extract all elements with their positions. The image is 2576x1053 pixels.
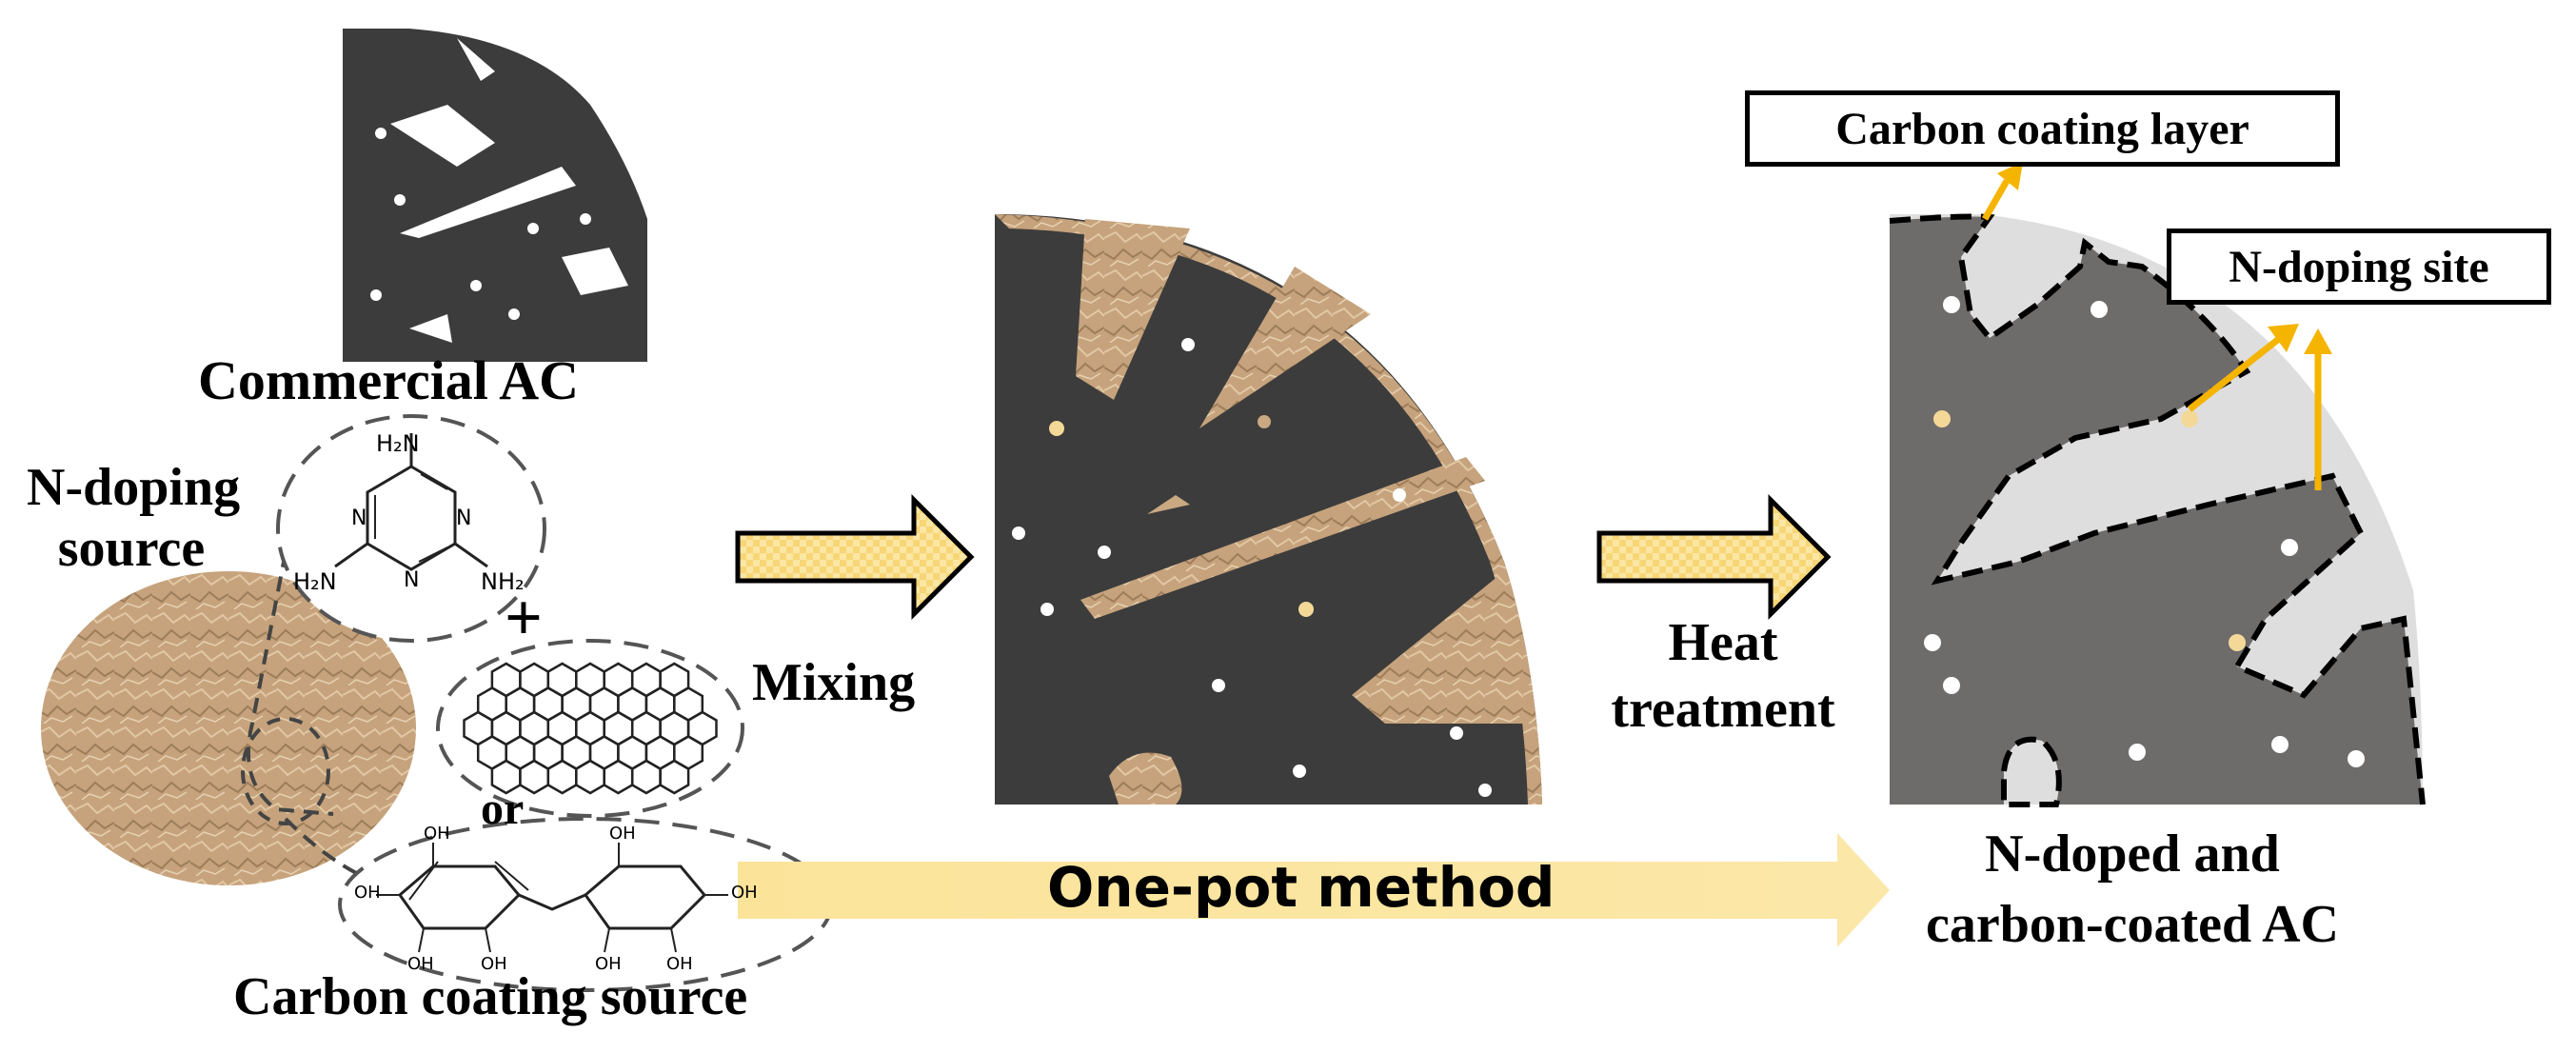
sugar-oh-3: OH (407, 954, 434, 974)
product-line2: carbon-coated AC (1926, 895, 2339, 954)
connector-line-sugar (284, 817, 383, 915)
product-label: N-doped and carbon-coated AC (1866, 819, 2399, 960)
sugar-oh-1: OH (354, 883, 381, 903)
disc-zoom-circle (241, 717, 330, 825)
melamine-nh2-right: NH₂ (481, 568, 525, 595)
n-doping-source-line1: N-doping (27, 458, 241, 517)
sugar-oh-4: OH (481, 954, 507, 974)
graphene-molecule (436, 639, 744, 818)
n-doping-source-label: N-doping source (27, 457, 241, 579)
heat-treatment-arrow (1596, 493, 1832, 621)
commercial-ac-image (343, 29, 647, 362)
melamine-ring-n-3: N (404, 568, 420, 592)
sugar-oh-2: OH (424, 824, 450, 844)
n-doping-source-line2: source (57, 519, 206, 578)
heat-treatment-line1: Heat (1668, 613, 1778, 672)
mixing-label: Mixing (752, 653, 916, 712)
sugar-oh-8: OH (731, 883, 758, 903)
one-pot-method-label: One-pot method (1047, 855, 1556, 920)
sugar-oh-7: OH (666, 954, 693, 974)
sugar-oh-6: OH (595, 954, 622, 974)
mixing-arrow (735, 493, 975, 621)
melamine-molecule (276, 414, 546, 643)
sugar-oh-5: OH (609, 824, 636, 844)
plus-sign: + (505, 582, 543, 655)
heat-treatment-label: Heat treatment (1609, 609, 1837, 743)
graphene-hexagon (659, 759, 690, 795)
n-doping-source-disc (41, 571, 416, 885)
melamine-ring-n-2: N (351, 507, 367, 530)
melamine-nh2-left: H₂N (293, 568, 337, 595)
connector-line-melamine (246, 551, 334, 816)
carbon-coating-layer-label: Carbon coating layer (1835, 103, 2249, 154)
commercial-ac-label: Commercial AC (198, 349, 579, 411)
carbon-coating-source-label: Carbon coating source (233, 967, 748, 1026)
melamine-nh2-top: H₂N (376, 430, 420, 457)
heat-treatment-line2: treatment (1611, 680, 1835, 739)
carbon-coating-layer-callout: Carbon coating layer (1745, 90, 2340, 167)
mixed-particle-image (995, 214, 1542, 805)
callout-arrows (1981, 162, 2332, 490)
n-doping-site-callout: N-doping site (2167, 228, 2551, 305)
one-pot-arrow (738, 833, 1890, 947)
n-doping-site-label: N-doping site (2229, 241, 2489, 292)
product-line1: N-doped and (1985, 825, 2280, 884)
or-label: or (481, 784, 525, 834)
melamine-ring-n-1: N (456, 507, 472, 530)
